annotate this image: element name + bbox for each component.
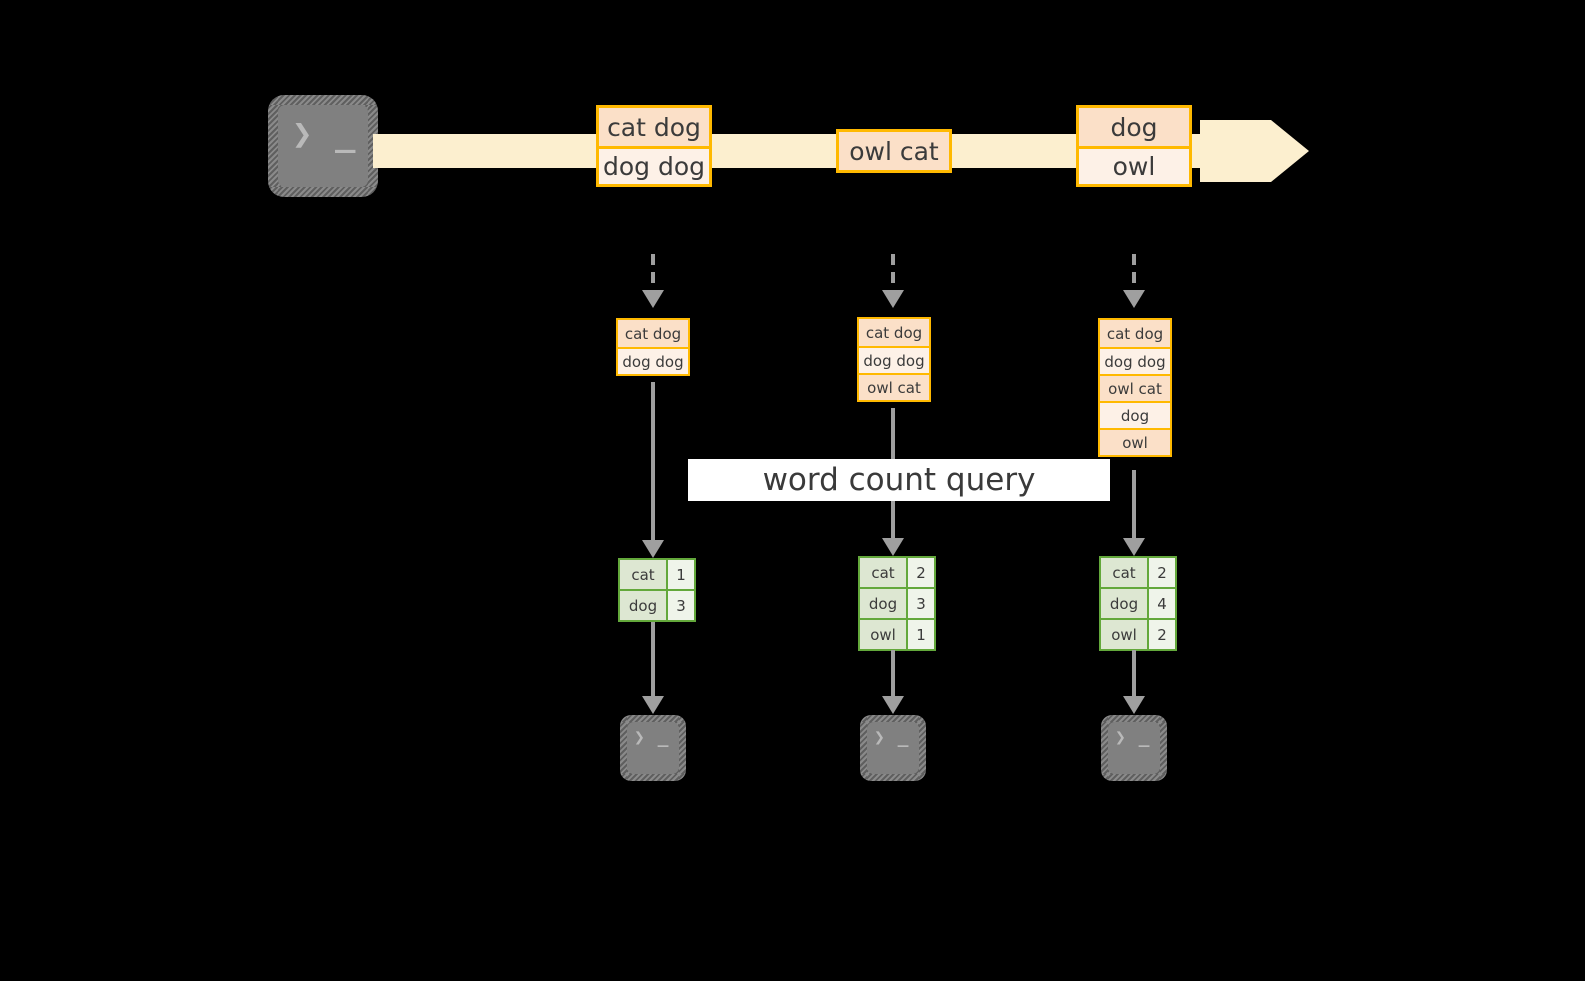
stream-event-line: cat dog bbox=[599, 108, 709, 146]
result-count: 1 bbox=[666, 560, 694, 589]
result-word: cat bbox=[1101, 558, 1147, 587]
feed-arrow-line-2 bbox=[891, 254, 895, 292]
feed-arrow-head-2 bbox=[882, 290, 904, 308]
terminal-screen: ❯ _ bbox=[278, 105, 368, 187]
result-count: 4 bbox=[1147, 589, 1175, 618]
terminal-prompt-glyph: ❯ _ bbox=[1115, 727, 1151, 748]
result-count: 2 bbox=[906, 558, 934, 587]
result-word: owl bbox=[860, 620, 906, 649]
batch-row: dog bbox=[1100, 401, 1170, 428]
result-row: dog 4 bbox=[1101, 587, 1175, 618]
result-row: dog 3 bbox=[620, 589, 694, 620]
source-terminal-icon: ❯ _ bbox=[268, 95, 378, 197]
stream-event-line: owl cat bbox=[839, 132, 949, 170]
result-table-2: cat 2 dog 3 owl 1 bbox=[858, 556, 936, 651]
batch-row: cat dog bbox=[1100, 320, 1170, 347]
terminal-prompt-glyph: ❯ _ bbox=[634, 727, 670, 748]
terminal-prompt-glyph: ❯ _ bbox=[292, 114, 357, 154]
sink-arrow-line-2 bbox=[891, 650, 895, 700]
result-table-1: cat 1 dog 3 bbox=[618, 558, 696, 622]
result-row: owl 2 bbox=[1101, 618, 1175, 649]
query-arrow-head-3 bbox=[1123, 538, 1145, 556]
batch-row: owl cat bbox=[859, 373, 929, 400]
query-arrow-head-2 bbox=[882, 538, 904, 556]
result-count: 2 bbox=[1147, 620, 1175, 649]
stream-event-line: owl bbox=[1079, 146, 1189, 184]
batch-row: dog dog bbox=[859, 346, 929, 373]
stream-event-line: dog bbox=[1079, 108, 1189, 146]
feed-arrow-head-3 bbox=[1123, 290, 1145, 308]
feed-arrow-head-1 bbox=[642, 290, 664, 308]
result-row: cat 2 bbox=[860, 558, 934, 587]
stream-event-box-2: owl cat bbox=[836, 129, 952, 173]
sink-arrow-line-3 bbox=[1132, 650, 1136, 700]
batch-row: cat dog bbox=[618, 320, 688, 347]
feed-arrow-line-3 bbox=[1132, 254, 1136, 292]
stream-arrowhead bbox=[1271, 120, 1309, 182]
terminal-screen: ❯ _ bbox=[867, 722, 919, 774]
stream-event-box-1: cat dog dog dog bbox=[596, 105, 712, 187]
result-table-3: cat 2 dog 4 owl 2 bbox=[1099, 556, 1177, 651]
query-arrow-line-3 bbox=[1132, 470, 1136, 542]
batch-row: owl cat bbox=[1100, 374, 1170, 401]
result-word: dog bbox=[620, 591, 666, 620]
result-word: dog bbox=[860, 589, 906, 618]
result-count: 3 bbox=[666, 591, 694, 620]
query-label-text: word count query bbox=[762, 462, 1036, 498]
sink-terminal-icon-1: ❯ _ bbox=[620, 715, 686, 781]
sink-arrow-head-2 bbox=[882, 696, 904, 714]
result-row: dog 3 bbox=[860, 587, 934, 618]
query-arrow-head-1 bbox=[642, 540, 664, 558]
feed-arrow-line-1 bbox=[651, 254, 655, 292]
result-word: dog bbox=[1101, 589, 1147, 618]
stream-event-box-3: dog owl bbox=[1076, 105, 1192, 187]
sink-terminal-icon-3: ❯ _ bbox=[1101, 715, 1167, 781]
batch-row: dog dog bbox=[618, 347, 688, 374]
batch-box-1: cat dog dog dog bbox=[616, 318, 690, 376]
result-row: owl 1 bbox=[860, 618, 934, 649]
result-word: cat bbox=[620, 560, 666, 589]
result-count: 3 bbox=[906, 589, 934, 618]
terminal-screen: ❯ _ bbox=[627, 722, 679, 774]
result-row: cat 1 bbox=[620, 560, 694, 589]
stream-arrow-shaft-wide bbox=[1200, 120, 1271, 182]
query-label: word count query bbox=[688, 459, 1110, 501]
result-word: cat bbox=[860, 558, 906, 587]
sink-terminal-icon-2: ❯ _ bbox=[860, 715, 926, 781]
query-arrow-line-1 bbox=[651, 382, 655, 544]
stream-event-line: dog dog bbox=[599, 146, 709, 184]
result-word: owl bbox=[1101, 620, 1147, 649]
batch-box-3: cat dog dog dog owl cat dog owl bbox=[1098, 318, 1172, 457]
result-count: 1 bbox=[906, 620, 934, 649]
sink-arrow-head-1 bbox=[642, 696, 664, 714]
result-row: cat 2 bbox=[1101, 558, 1175, 587]
batch-row: dog dog bbox=[1100, 347, 1170, 374]
batch-box-2: cat dog dog dog owl cat bbox=[857, 317, 931, 402]
sink-arrow-head-3 bbox=[1123, 696, 1145, 714]
terminal-screen: ❯ _ bbox=[1108, 722, 1160, 774]
sink-arrow-line-1 bbox=[651, 622, 655, 700]
terminal-prompt-glyph: ❯ _ bbox=[874, 727, 910, 748]
batch-row: owl bbox=[1100, 428, 1170, 455]
result-count: 2 bbox=[1147, 558, 1175, 587]
batch-row: cat dog bbox=[859, 319, 929, 346]
